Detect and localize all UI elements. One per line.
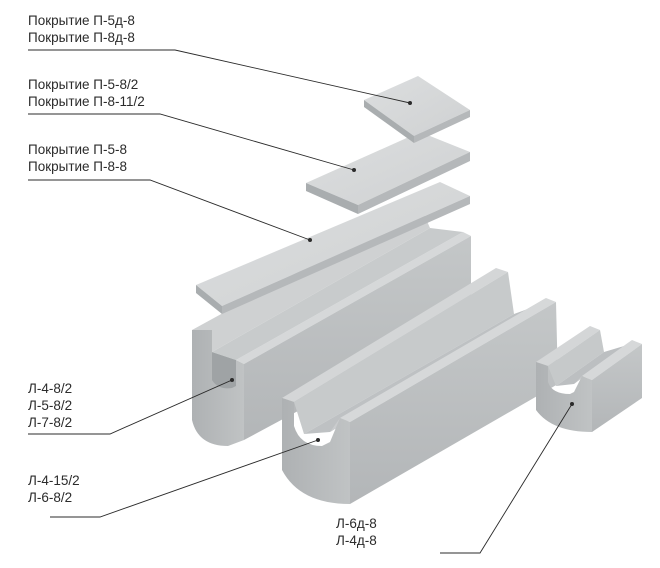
cover-slab-p5-8-2 [306,132,470,214]
cover-slab-p5d8 [364,76,470,143]
label-cover-p5d8: Покрытие П-5д-8 Покрытие П-8д-8 [28,12,135,46]
label-line: Покрытие П-5-8 [28,142,128,157]
leader-line-cover-p5d8 [28,49,411,104]
leader-line-tray-l4-15-2 [50,439,319,518]
label-line: Л-6-8/2 [28,490,73,505]
label-line: Л-5-8/2 [28,398,73,413]
label-cover-p5-8: Покрытие П-5-8 Покрытие П-8-8 [28,141,127,175]
label-line: Л-6д-8 [336,516,377,531]
label-line: Л-4д-8 [336,533,377,548]
leader-line-tray-l6d8 [440,403,573,554]
label-cover-p5-8-2: Покрытие П-5-8/2 Покрытие П-8-11/2 [28,76,145,110]
label-tray-l4-15-2: Л-4-15/2 Л-6-8/2 [28,472,80,506]
label-line: Покрытие П-8-8 [28,159,128,174]
label-line: Л-4-15/2 [28,473,80,488]
label-tray-l6d8: Л-6д-8 Л-4д-8 [336,515,377,549]
leader-lines [28,49,573,554]
leader-line-cover-p5-8 [28,179,311,241]
tray-small [536,326,642,432]
leader-line-cover-p5-8-2 [28,113,355,171]
leader-line-tray-l4-8-2 [28,379,233,435]
label-line: Покрытие П-5д-8 [28,13,135,28]
leader-dots [230,101,574,442]
cover-slab-p5-8 [196,182,470,314]
label-tray-l4-8-2: Л-4-8/2 Л-5-8/2 Л-7-8/2 [28,380,72,431]
label-line: Покрытие П-8д-8 [28,30,135,45]
label-line: Л-4-8/2 [28,381,73,396]
tray-medium [282,268,558,504]
label-line: Покрытие П-5-8/2 [28,77,139,92]
label-line: Л-7-8/2 [28,415,73,430]
label-line: Покрытие П-8-11/2 [28,94,145,109]
